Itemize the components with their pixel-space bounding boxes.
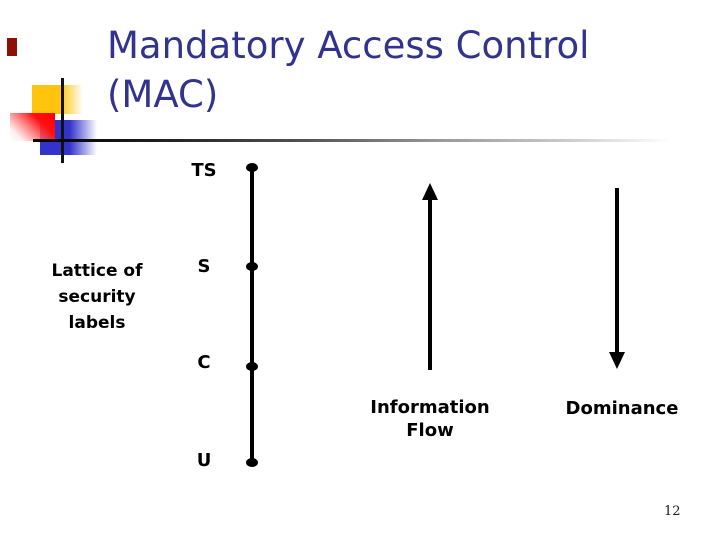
lattice-caption-line1: Lattice of [51,261,143,281]
lattice-line [250,167,254,463]
level-label-ts: TS [191,160,217,181]
dominance-label: Dominance [565,398,679,419]
slide-title: Mandatory Access Control (MAC) [107,21,589,119]
information-flow-label-line2: Flow [406,420,454,441]
corner-yellow-square-icon [32,85,83,114]
title-underline-rule [33,139,691,142]
page-number: 12 [664,504,681,519]
information-flow-arrowhead-up-icon [422,183,438,200]
level-dot-u [246,458,258,467]
level-label-u: U [196,450,212,471]
corner-red-square-icon [10,113,55,141]
dominance-arrow-shaft [615,188,619,353]
information-flow-arrow-shaft [428,199,432,370]
slide-title-line1: Mandatory Access Control [107,24,590,67]
lattice-caption-line2: security [58,287,136,307]
level-dot-c [246,362,258,371]
lattice-caption: Lattice of security labels [33,258,161,336]
corner-maroon-square-icon [7,38,17,56]
lattice-caption-line3: labels [68,313,126,333]
dominance-arrowhead-down-icon [609,352,625,369]
level-dot-s [246,262,258,271]
level-dot-ts [246,163,258,172]
corner-vertical-rule [61,78,64,163]
level-label-s: S [197,256,211,277]
information-flow-label-line1: Information [370,397,490,418]
level-label-c: C [197,352,211,373]
slide-title-line2: (MAC) [107,73,219,116]
